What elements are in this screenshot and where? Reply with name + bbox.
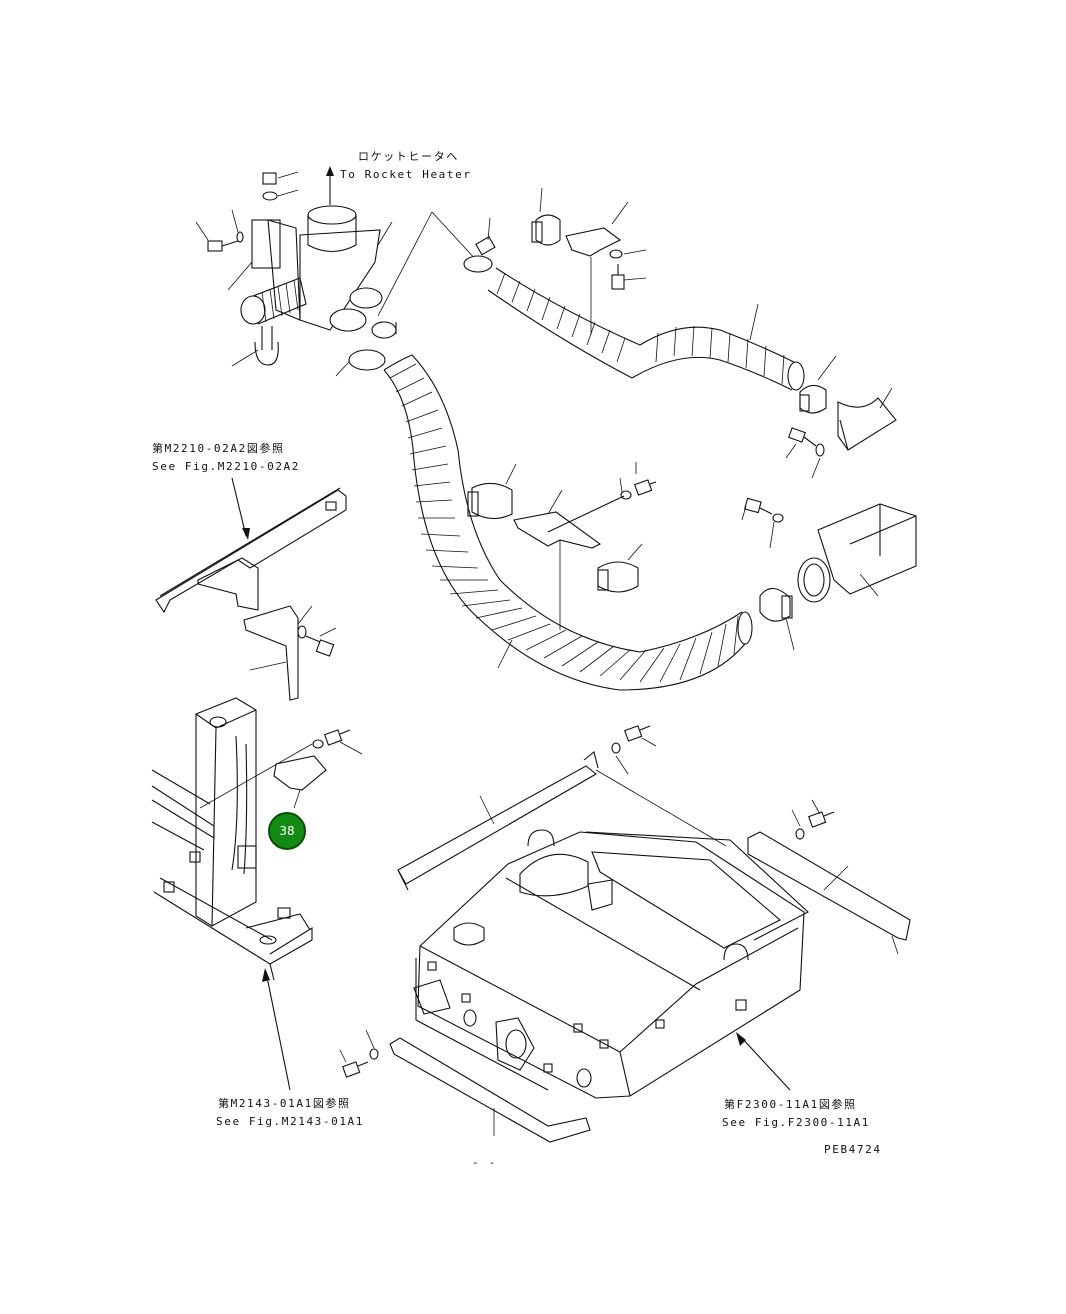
clamp-bracket-upper bbox=[531, 187, 759, 341]
rocket-heater-label-jp: ロケットヒータへ bbox=[358, 150, 459, 163]
callout-38[interactable]: 38 bbox=[268, 812, 306, 850]
flex-hose-main bbox=[383, 354, 753, 691]
flex-hose-upper bbox=[463, 217, 805, 391]
heater-outlet-assembly bbox=[195, 166, 393, 377]
ref-m2143-label-en: See Fig.M2143-01A1 bbox=[216, 1115, 365, 1128]
ref-m2210-label-jp: 第M2210-02A2図参照 bbox=[152, 442, 285, 455]
clamp-bracket-center bbox=[467, 462, 657, 630]
ref-m2210-label-en: See Fig.M2210-02A2 bbox=[152, 460, 301, 473]
ref-f2300-label-jp: 第F2300-11A1図参照 bbox=[724, 1098, 857, 1111]
duct-outlet-upper-right bbox=[785, 355, 897, 479]
heater-box-rails bbox=[339, 725, 911, 1143]
connector-pipe bbox=[348, 211, 479, 371]
drawing-code: PEB4724 bbox=[824, 1143, 882, 1156]
page-mark: - - bbox=[472, 1156, 497, 1169]
ref-f2300-label-en: See Fig.F2300-11A1 bbox=[722, 1116, 871, 1129]
duct-outlet-lower-right bbox=[741, 497, 917, 651]
rocket-heater-label-en: To Rocket Heater bbox=[340, 168, 472, 181]
heater-box bbox=[413, 829, 809, 1099]
frame-column-assembly bbox=[151, 697, 363, 1091]
ref-m2143-label-jp: 第M2143-01A1図参照 bbox=[218, 1097, 351, 1110]
frame-beam-left bbox=[155, 477, 347, 701]
